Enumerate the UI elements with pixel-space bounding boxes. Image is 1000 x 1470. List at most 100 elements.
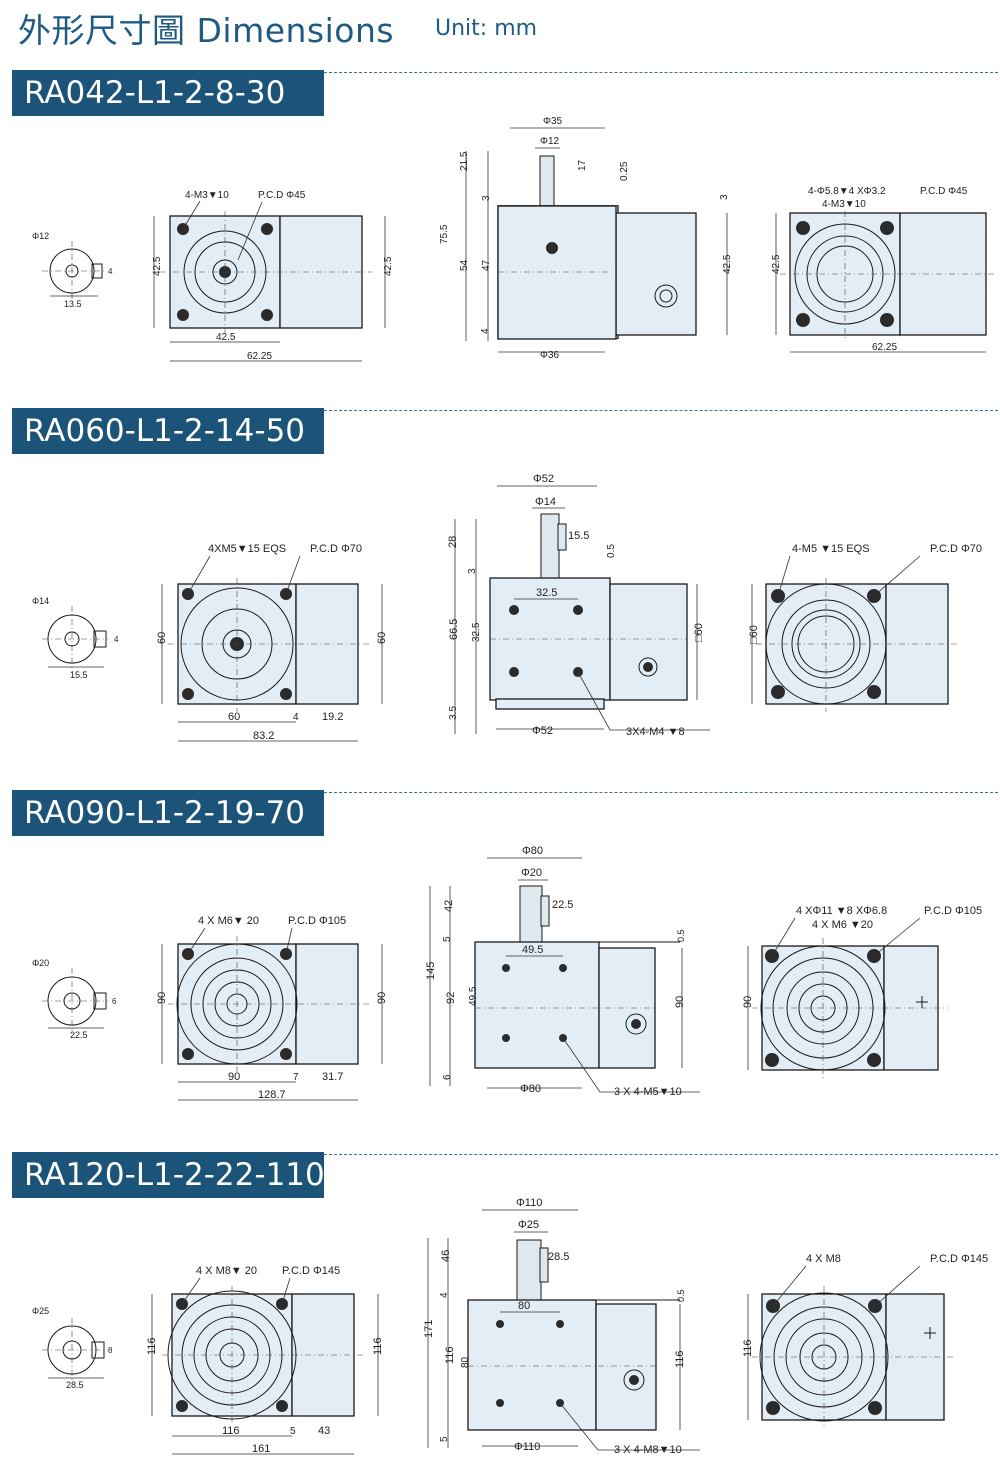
rear-holes: 4 XΦ11 ▼8 XΦ6.8 (796, 905, 887, 917)
front-view: 4-M3▼10 P.C.D Φ45 42.5 42.5 42.5 62.25 (152, 190, 394, 362)
front-width-flange: 90 (228, 1071, 240, 1083)
drawing-ra042: Φ12 4 13.5 4-M3▼10 P.C.D Φ45 42.5 (32, 116, 996, 362)
rear-height: 42.5 (771, 254, 782, 274)
side-inner-h: 80 (460, 1356, 471, 1368)
side-right-h: 116 (674, 1350, 686, 1368)
rear-bolts: 4 X M6 ▼20 (812, 919, 873, 931)
side-view: Φ52 Φ14 15.5 0.5 28 3 66.5 32.5 32.5 3.5… (447, 473, 710, 738)
rear-holes: 4-Φ5.8▼4 XΦ3.2 (808, 186, 886, 197)
key-height: 15.5 (70, 670, 88, 680)
front-width-total: 62.25 (247, 351, 272, 362)
side-base: 4 (480, 328, 491, 334)
side-d-bottom: Φ52 (532, 725, 553, 737)
front-bolts: 4XM5▼15 EQS (208, 543, 286, 555)
side-inner-w: 32.5 (536, 587, 557, 599)
section-ra042: RA042-L1-2-8-30 Φ12 4 13.5 (0, 70, 1000, 400)
side-shaft-len: 21.5 (459, 151, 470, 171)
front-bolts: 4-M3▼10 (185, 190, 229, 201)
section-rule (324, 72, 998, 73)
model-banner: RA060-L1-2-14-50 (12, 408, 324, 454)
shaft-diameter: Φ20 (32, 958, 49, 968)
front-pcd: P.C.D Φ45 (258, 190, 306, 201)
front-width-total: 161 (252, 1443, 270, 1455)
page-title: 外形尺寸圖 Dimensions (18, 11, 395, 50)
side-total: 66.5 (448, 619, 460, 640)
side-shaft-len: 46 (440, 1250, 452, 1262)
side-holes: 3 X 4-M8▼10 (614, 1444, 682, 1456)
rear-width-total: 62.25 (872, 342, 897, 353)
side-d-shaft: Φ14 (535, 496, 556, 508)
front-height-left: 60 (156, 632, 168, 644)
side-d-bottom: Φ80 (520, 1083, 541, 1095)
key-width: 6 (112, 997, 117, 1006)
front-width-flange: 60 (228, 711, 240, 723)
side-d-shaft: Φ12 (540, 136, 560, 147)
section-rule (324, 792, 998, 793)
shaft-diameter: Φ14 (32, 596, 49, 606)
rear-bolts: 4-M5 ▼15 EQS (792, 543, 870, 555)
side-inner-h: 47 (481, 259, 492, 271)
front-height-right: 116 (372, 1337, 384, 1355)
side-inner-h: 32.5 (471, 622, 482, 642)
section-ra060: RA060-L1-2-14-50 Φ14 4 15.5 4 (0, 408, 1000, 768)
side-d-bottom: Φ36 (540, 350, 560, 361)
side-view: Φ80 Φ20 22.5 0.5 42 5 145 92 49.5 49.5 6… (425, 845, 700, 1098)
side-d-shaft: Φ20 (521, 867, 542, 879)
side-key-len: 22.5 (552, 899, 573, 911)
front-view: 4XM5▼15 EQS P.C.D Φ70 60 60 60 4 19.2 83… (156, 543, 388, 742)
side-total: 145 (425, 962, 437, 980)
front-width-side: 19.2 (322, 711, 343, 723)
side-key-len: 15.5 (568, 530, 589, 542)
side-right-step: 3 (719, 194, 730, 200)
rear-view: 4 XΦ11 ▼8 XΦ6.8 4 X M6 ▼20 P.C.D Φ105 90 (742, 905, 982, 1078)
rear-bolts: 4 X M8 (806, 1253, 841, 1265)
side-base: 3.5 (448, 706, 459, 720)
side-holes: 3 X 4-M5▼10 (614, 1086, 682, 1098)
drawing-ra060: Φ14 4 15.5 4XM5▼15 EQS P.C.D Φ70 60 (32, 473, 982, 742)
shaft-diameter: Φ12 (32, 231, 49, 241)
side-d-body: Φ52 (533, 473, 554, 485)
side-inner-w: 49.5 (522, 944, 543, 956)
front-gap: 5 (290, 1426, 296, 1437)
shaft-diameter: Φ25 (32, 1306, 49, 1316)
front-height-right: 90 (376, 992, 388, 1004)
shaft-section-view: Φ14 4 15.5 (32, 596, 119, 680)
section-rule (324, 1154, 998, 1155)
side-step: 3 (481, 195, 492, 201)
side-shaft-len: 42 (443, 900, 455, 912)
key-width: 4 (114, 635, 119, 644)
front-width-flange: 42.5 (216, 332, 236, 343)
side-gap: 0.25 (619, 161, 630, 181)
side-total: 171 (423, 1320, 435, 1338)
rear-pcd: P.C.D Φ45 (920, 186, 968, 197)
side-holes: 3X4-M4 ▼8 (626, 726, 685, 738)
side-body-h: 116 (444, 1346, 456, 1364)
rear-height: 90 (742, 996, 754, 1008)
front-height-left: 116 (146, 1337, 158, 1355)
side-step: 5 (442, 936, 453, 942)
front-height-left: 90 (156, 992, 168, 1004)
front-bolts: 4 X M8▼ 20 (196, 1265, 257, 1277)
drawing-ra120: Φ25 8 28.5 4 X M8▼ 20 P.C.D Φ145 116 (32, 1198, 988, 1456)
key-height: 13.5 (64, 299, 82, 309)
rear-pcd: P.C.D Φ105 (924, 905, 982, 917)
front-width-total: 128.7 (258, 1089, 286, 1101)
side-total: 75.5 (439, 224, 450, 244)
front-pcd: P.C.D Φ145 (282, 1265, 340, 1277)
section-ra120: RA120-L1-2-22-110 Φ25 8 28.5 (0, 1152, 1000, 1470)
side-view: Φ110 Φ25 28.5 0.5 46 4 171 116 80 80 5 1… (423, 1198, 700, 1456)
side-body-h: 92 (445, 992, 457, 1004)
side-step: 3 (467, 568, 478, 574)
side-right-h: 42.5 (722, 254, 733, 274)
front-gap: 7 (293, 1072, 299, 1083)
rear-pcd: P.C.D Φ70 (930, 543, 982, 555)
model-banner: RA090-L1-2-19-70 (12, 790, 324, 836)
front-width-total: 83.2 (253, 730, 274, 742)
page-header: 外形尺寸圖 Dimensions Unit: mm (0, 0, 1000, 60)
side-d-shaft: Φ25 (518, 1219, 539, 1231)
side-base: 6 (442, 1074, 453, 1080)
side-d-body: Φ110 (516, 1198, 542, 1209)
front-height-right: 42.5 (383, 256, 394, 276)
side-body-h: 54 (459, 259, 470, 271)
rear-view: 4-Φ5.8▼4 XΦ3.2 4-M3▼10 P.C.D Φ45 42.5 62… (771, 186, 996, 353)
